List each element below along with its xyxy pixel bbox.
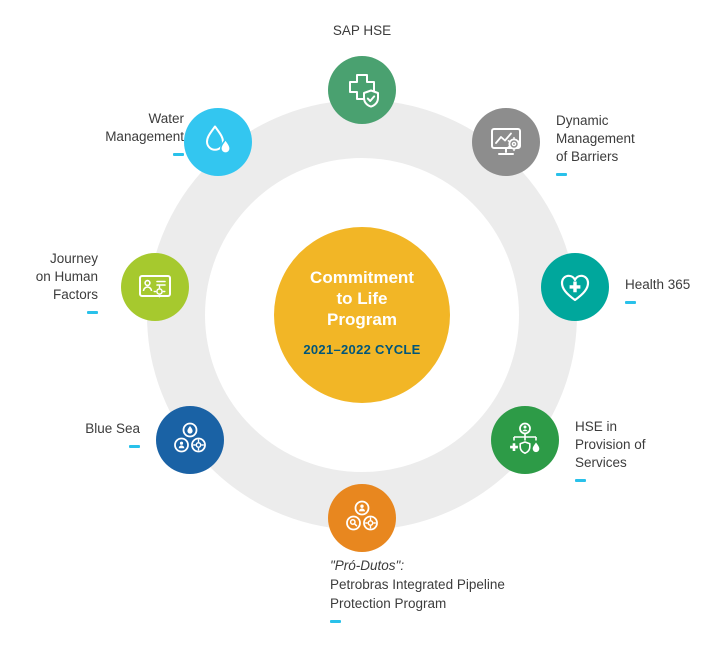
cycle-label: 2021–2022 CYCLE: [303, 342, 421, 357]
three-circle-inspection-icon: [346, 500, 378, 531]
label-line: Petrobras Integrated Pipeline: [330, 577, 505, 592]
label-health-365: Health 365: [625, 276, 720, 304]
blue-sea-node: [156, 406, 224, 474]
label-sap-hse: SAP HSE: [290, 22, 434, 40]
sap-hse-node: [328, 56, 396, 124]
drop-person-gear-cluster-icon: [174, 422, 206, 453]
label-dash: [173, 153, 184, 156]
label-line: "Pró-Dutos":: [330, 558, 405, 573]
health-365-node: [541, 253, 609, 321]
center-title-line: to Life: [336, 289, 388, 308]
label-line: SAP HSE: [332, 23, 392, 38]
label-line: Factors: [52, 287, 98, 302]
label-line: Water: [148, 111, 184, 126]
water-drops-icon: [206, 125, 232, 154]
label-line: Protection Program: [330, 596, 447, 611]
dynamic-barriers-node: [472, 108, 540, 176]
label-dash: [129, 445, 140, 448]
label-dynamic-barriers: Dynamic Management of Barriers: [556, 112, 686, 176]
label-journey-human-factors: Journey on Human Factors: [8, 250, 98, 314]
first-aid-cross-shield-icon: [349, 74, 379, 108]
org-chart-safety-icon: [510, 422, 540, 454]
label-line: on Human: [35, 269, 98, 284]
label-blue-sea: Blue Sea: [50, 420, 140, 448]
heart-cross-icon: [560, 274, 590, 302]
label-line: Provision of: [575, 437, 646, 452]
label-line: Services: [575, 455, 627, 470]
monitor-chart-gear-icon: [491, 128, 521, 155]
label-hse-services: HSE in Provision of Services: [575, 418, 690, 482]
label-dash: [556, 173, 567, 176]
center-title-line: Commitment: [310, 268, 414, 287]
label-line: Health 365: [625, 277, 691, 292]
label-pro-dutos: "Pró-Dutos": Petrobras Integrated Pipeli…: [330, 556, 570, 623]
label-dash: [87, 311, 98, 314]
pro-dutos-node: [328, 484, 396, 552]
label-line: Management: [105, 129, 184, 144]
label-water-management: Water Management: [58, 110, 184, 156]
label-line: Management: [556, 131, 635, 146]
label-dash: [575, 479, 586, 482]
person-screen-gear-icon: [139, 275, 171, 298]
water-management-node: [184, 108, 252, 176]
hse-services-node: [491, 406, 559, 474]
label-line: Dynamic: [556, 113, 609, 128]
journey-human-factors-node: [121, 253, 189, 321]
label-line: HSE in: [575, 419, 618, 434]
label-dash: [330, 620, 341, 623]
label-dash: [625, 301, 636, 304]
center-title-line: Program: [327, 310, 397, 329]
center-circle: Commitment to Life Program 2021–2022 CYC…: [274, 227, 450, 403]
label-line: Journey: [49, 251, 98, 266]
label-line: of Barriers: [556, 149, 619, 164]
label-line: Blue Sea: [85, 421, 140, 436]
